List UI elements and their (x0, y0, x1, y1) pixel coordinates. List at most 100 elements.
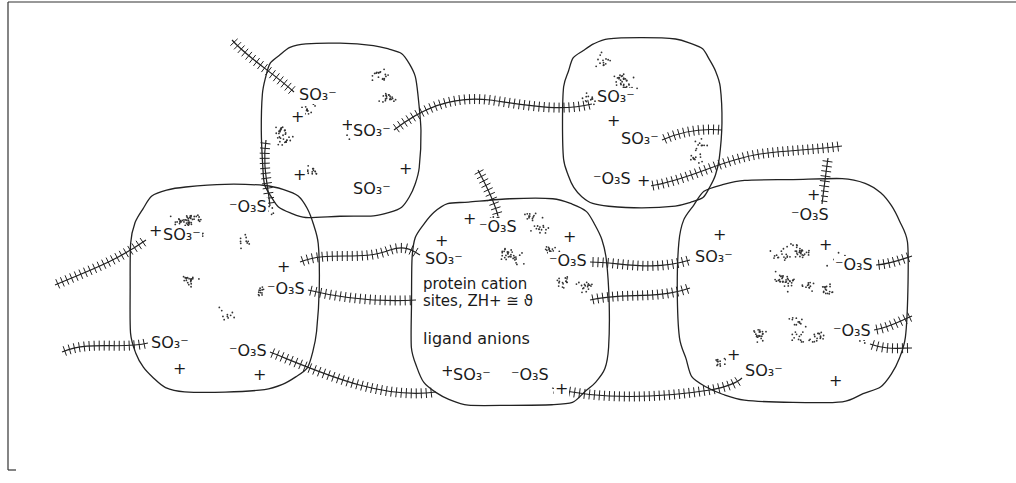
chain-hatch (400, 295, 401, 305)
ligand-dot (558, 277, 560, 279)
chain-hatch (119, 251, 124, 260)
ligand-dot (310, 112, 312, 114)
chain-hatch (405, 244, 407, 254)
ligand-dot (387, 74, 389, 76)
ligand-dot (693, 158, 695, 160)
particle-outline (411, 198, 609, 405)
ligand-dot (808, 252, 810, 254)
cation-sign: + (712, 226, 727, 244)
ligand-dot (193, 216, 195, 218)
chain-hatch (671, 176, 674, 186)
ligand-dot (240, 237, 242, 239)
ligand-dot (810, 285, 812, 287)
ligand-dot (808, 284, 810, 286)
chain-hatch (60, 277, 64, 286)
chain-hatch (434, 101, 437, 110)
ligand-dot (286, 139, 288, 141)
ligand-dot (176, 221, 178, 223)
ligand-dot (694, 141, 696, 143)
ligand-dot (284, 129, 286, 131)
ligand-dot (787, 291, 789, 293)
chain-hatch (63, 346, 66, 355)
frame-line (8, 469, 16, 470)
chain-hatch (143, 339, 145, 349)
ligand-dot (384, 74, 386, 76)
chain-hatch (713, 384, 715, 394)
chain-hatch (269, 70, 275, 78)
ligand-dot (511, 251, 513, 253)
chain-hatch (469, 94, 470, 104)
polymer-chain (552, 378, 742, 397)
cation-sign: + (806, 186, 821, 204)
ligand-dot (202, 235, 204, 237)
ligand-dot (825, 286, 827, 288)
sulfonate-group: SO₃⁻ (424, 250, 464, 268)
ligand-dot (280, 129, 282, 131)
sulfonate-group: SO₃⁻ (162, 226, 202, 244)
ligand-dot (801, 254, 803, 256)
ligand-dot (186, 277, 188, 279)
ligand-dot (529, 213, 531, 215)
sulfonate-group: SO₃⁻ (620, 130, 660, 148)
ligand-dot (185, 277, 187, 279)
ligand-dot (504, 257, 506, 259)
ligand-dot (794, 331, 796, 333)
sulfonate-group: ⁻O₃S (548, 252, 588, 270)
ligand-dot (808, 250, 810, 252)
cation-sign: + (818, 236, 833, 254)
chain-hatch (238, 46, 245, 53)
sulfonate-group: SO₃⁻ (352, 122, 392, 140)
ligand-dot (258, 294, 260, 296)
ligand-dot (281, 144, 283, 146)
ligand-dot (809, 338, 811, 340)
chain-hatch (330, 290, 332, 300)
chain-hatch (593, 390, 595, 400)
ligand-dot (187, 223, 189, 225)
chain-hatch (663, 134, 667, 143)
particle-outline (563, 38, 722, 208)
ligand-dot (583, 287, 585, 289)
ligand-dot (802, 341, 804, 343)
ligand-dot (802, 256, 804, 258)
ligand-dot (690, 155, 692, 157)
sulfonate-group: SO₃⁻ (596, 88, 636, 106)
ligand-dot (703, 144, 705, 146)
protein-particle: +⁻O₃S++SO₃⁻⁻O₃Sprotein cation sites, ZH+… (405, 193, 615, 413)
chain-hatch (449, 97, 451, 107)
chain-hatch (350, 293, 351, 303)
ligand-dot (801, 249, 803, 251)
ligand-dot (623, 78, 625, 80)
chain-hatch (351, 378, 354, 388)
chain-hatch (94, 341, 95, 351)
ligand-dot (515, 262, 517, 264)
chain-hatch (402, 118, 408, 126)
ligand-dot (605, 63, 607, 65)
chain-hatch (792, 146, 794, 156)
ligand-dot (807, 282, 809, 284)
chain-hatch (690, 170, 693, 179)
chain-hatch (642, 290, 643, 300)
ligand-dot (546, 246, 548, 248)
chain-hatch (393, 124, 399, 132)
chain-hatch (812, 144, 814, 154)
ligand-dot (599, 62, 601, 64)
cation-sign: + (554, 380, 569, 398)
ligand-dot (628, 84, 630, 86)
chain-hatching (56, 39, 912, 402)
chain-hatch (684, 388, 685, 398)
ligand-dot (822, 338, 824, 340)
ligand-dot (271, 207, 273, 209)
ligand-dot (231, 312, 233, 314)
ligand-dot (275, 126, 277, 128)
chain-hatch (280, 352, 284, 361)
polymer-chains (55, 40, 912, 397)
cation-sign: + (252, 366, 267, 384)
ligand-dot (566, 276, 568, 278)
ligand-dot (233, 317, 235, 319)
chain-hatch (609, 391, 610, 401)
ligand-dot (696, 148, 698, 150)
chain-hatch (474, 94, 475, 104)
ligand-dot (812, 341, 814, 343)
ligand-dot (798, 339, 800, 341)
